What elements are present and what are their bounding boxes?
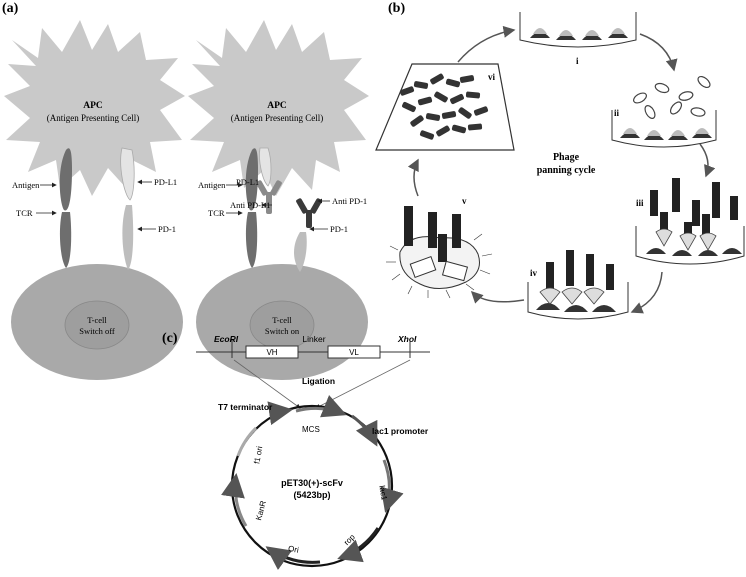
apc-title-left: APC xyxy=(83,101,103,111)
panel-a-label: (a) xyxy=(2,1,19,16)
label-pd1-right: PD-1 xyxy=(330,224,348,234)
label-antigen-right: Antigen xyxy=(198,180,226,190)
pdl1-shape-right xyxy=(259,147,272,187)
vl-label: VL xyxy=(349,348,359,357)
apc-subtitle-left: (Antigen Presenting Cell) xyxy=(47,113,139,123)
vl-box xyxy=(327,345,381,359)
label-tcr-right: TCR xyxy=(208,208,225,218)
apc-cell-right xyxy=(188,20,369,196)
step-iii-well xyxy=(635,178,745,265)
panning-cycle-title-line2: panning cycle xyxy=(537,165,596,176)
panel-b-label: (b) xyxy=(388,1,405,16)
label-pdl1-right: PD-L1 xyxy=(236,177,259,187)
tcell-right-line2: Switch on xyxy=(265,326,300,336)
panel-c-label: (c) xyxy=(162,331,178,346)
apc-title-right: APC xyxy=(267,101,287,111)
step-vi-label: vi xyxy=(488,72,496,82)
tcell-left-line2: Switch off xyxy=(79,326,115,336)
tcr-shape-right xyxy=(245,212,258,268)
step-iv-label: iv xyxy=(530,268,538,278)
tcell-left-line1: T-cell xyxy=(87,315,107,325)
label-kanr: KanR xyxy=(254,500,268,522)
plasmid-size: (5423bp) xyxy=(293,490,330,500)
tcr-shape-left xyxy=(59,212,72,268)
pd1-shape-right xyxy=(294,232,307,272)
apc-subtitle-right: (Antigen Presenting Cell) xyxy=(231,113,323,123)
tcell-right xyxy=(196,264,368,380)
tcell-left xyxy=(11,264,183,380)
label-xhoi: XhoI xyxy=(397,334,417,344)
vh-box xyxy=(245,345,299,359)
label-tcr-left: TCR xyxy=(16,208,33,218)
label-rop: rop xyxy=(342,532,357,547)
step-ii-well xyxy=(611,75,717,148)
label-f1-ori: f1 ori xyxy=(252,445,264,464)
tcell-right-line1: T-cell xyxy=(272,315,292,325)
label-ecori: EcoRI xyxy=(214,334,239,344)
anti-pd1-antibody xyxy=(296,198,322,228)
step-ii-label: ii xyxy=(614,108,620,118)
panning-cycle-arrows xyxy=(407,25,716,314)
antigen-shape-left xyxy=(59,148,72,211)
panning-cycle-title-line1: Phage xyxy=(553,152,580,163)
vh-label: VH xyxy=(266,348,277,357)
label-linker: Linker xyxy=(302,334,325,344)
antigen-shape-right xyxy=(245,148,258,211)
label-antigen-left: Antigen xyxy=(12,180,40,190)
plasmid-name: pET30(+)-scFv xyxy=(281,478,343,488)
label-t7-terminator: T7 terminator xyxy=(218,402,273,412)
plasmid-features xyxy=(221,395,404,571)
pd1-shape-left xyxy=(122,205,134,270)
step-i-label: i xyxy=(576,56,579,66)
label-pdl1-left: PD-L1 xyxy=(154,177,177,187)
step-vi-flask xyxy=(375,63,515,151)
label-anti-pd1: Anti PD-1 xyxy=(332,196,367,206)
anti-pdl1-antibody xyxy=(256,180,282,214)
label-ori: Ori xyxy=(287,544,299,555)
pdl1-shape-left xyxy=(120,147,135,201)
apc-cell-left xyxy=(4,20,185,196)
label-mcs: MCS xyxy=(302,425,320,434)
step-v-label: v xyxy=(462,196,467,206)
step-v-bacteria xyxy=(386,206,493,299)
label-lac1: lac1 xyxy=(377,485,389,502)
step-iv-well xyxy=(527,250,629,320)
label-anti-pdl1: Anti PD-L1 xyxy=(230,200,270,210)
label-ligation: Ligation xyxy=(302,376,335,386)
step-iii-label: iii xyxy=(636,198,644,208)
label-lac1-promoter: lac1 promoter xyxy=(372,426,429,436)
label-pd1-left: PD-1 xyxy=(158,224,176,234)
step-i-well xyxy=(519,12,637,48)
